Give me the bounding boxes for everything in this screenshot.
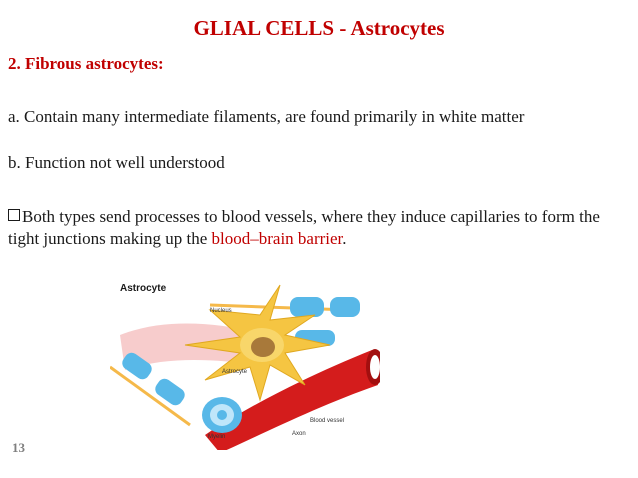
bullet-text: Both types send processes to blood vesse… <box>8 207 600 248</box>
point-a: a. Contain many intermediate filaments, … <box>8 107 525 126</box>
astrocyte-diagram: Astrocyte Nucleus Astrocyte Blood vessel… <box>110 275 380 450</box>
blood-vessel-shape <box>205 350 378 450</box>
slide-title: GLIAL CELLS - Astrocytes <box>193 16 445 40</box>
nucleus-shape <box>251 337 275 357</box>
slide-subtitle: 2. Fibrous astrocytes: <box>8 54 164 73</box>
bbb-highlight: blood–brain barrier <box>211 229 343 248</box>
label-myelin: Myelin <box>208 434 225 440</box>
myelin-axons <box>110 297 360 433</box>
checkbox-bullet-icon <box>8 209 20 221</box>
bullet-paragraph: Both types send processes to blood vesse… <box>8 206 633 250</box>
label-axon: Axon <box>292 431 306 437</box>
point-b: b. Function not well understood <box>8 153 225 172</box>
bullet-end: . <box>342 229 347 248</box>
astrocyte-cell <box>184 284 331 402</box>
label-blood-vessel: Blood vessel <box>310 418 344 424</box>
diagram-heading: Astrocyte <box>120 283 167 294</box>
label-nucleus: Nucleus <box>210 308 232 314</box>
slide-number: 13 <box>12 440 25 455</box>
label-astrocyte: Astrocyte <box>222 369 248 375</box>
